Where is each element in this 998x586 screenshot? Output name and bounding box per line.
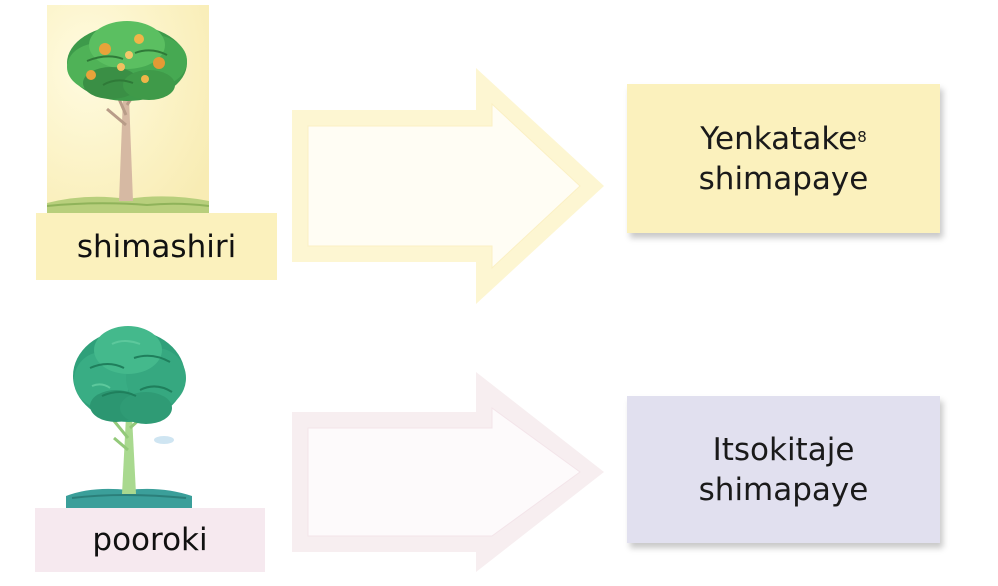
footnote-marker: 8 [857, 127, 867, 146]
row-1-result-line2: shimapaye [698, 160, 869, 197]
row-2-result-panel: Itsokitaje shimapaye [627, 396, 940, 543]
row-2-label: pooroki [35, 508, 265, 572]
arrow-right-icon [292, 68, 604, 304]
tree-picture-1 [47, 5, 209, 213]
arrow-right-icon [292, 372, 604, 572]
row-1-result-word: Yenkatake [700, 120, 858, 157]
row-1-result-line1: Yenkatake8 [700, 119, 867, 159]
tree-picture-2 [62, 320, 196, 508]
row-2-result-line2: shimapaye [698, 471, 869, 508]
row-1-result-panel: Yenkatake8 shimapaye [627, 84, 940, 233]
row-2-result-line1: Itsokitaje [712, 431, 855, 468]
row-1-label: shimashiri [36, 213, 277, 280]
